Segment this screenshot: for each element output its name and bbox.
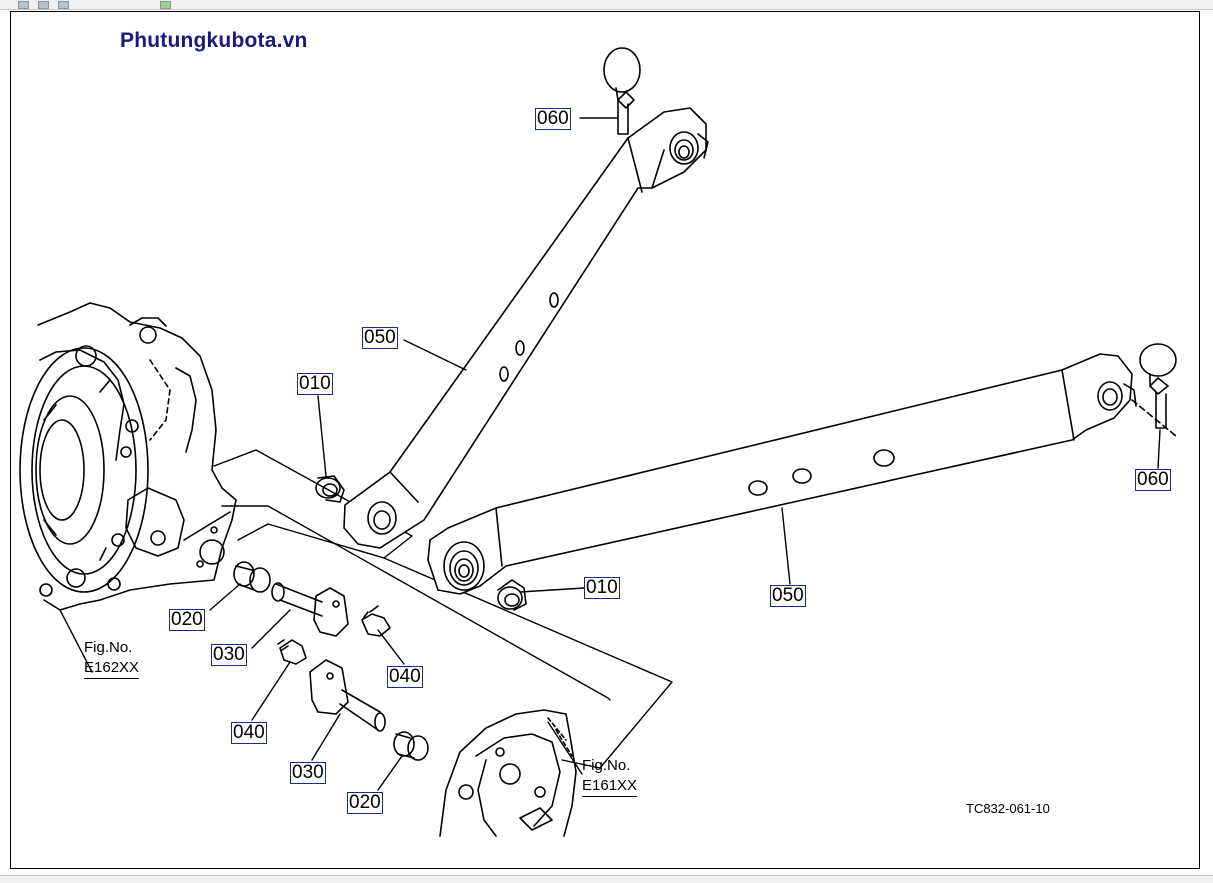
lower-link-upper [343,107,709,549]
callout-010-lower[interactable]: 010 [584,577,620,599]
figref-right-label: Fig.No. [582,757,631,774]
bushing-lower [497,579,527,611]
callout-040-left[interactable]: 040 [231,722,267,744]
drawing-code: TC832-061-10 [966,801,1050,816]
bolt-040-right [361,605,391,637]
toolbar-icon[interactable] [58,1,69,9]
toolbar-icon[interactable] [160,1,171,9]
bushing-020-left [233,561,271,593]
bushing-020-lower [393,731,429,761]
figref-left-label: Fig.No. [84,639,133,656]
callout-010-upper[interactable]: 010 [297,373,333,395]
diagram-frame [10,11,1200,869]
callout-020-left[interactable]: 020 [169,609,205,631]
linkage-pin-top [603,47,641,135]
browser-toolbar-strip [0,0,1213,10]
figref-right[interactable]: Fig.No. E161XX [582,756,638,797]
callout-020-lower[interactable]: 020 [347,792,383,814]
bushing-upper [315,475,345,503]
callout-060-right[interactable]: 060 [1135,469,1171,491]
callout-060-top[interactable]: 060 [535,108,571,130]
figref-right-code: E161XX [582,776,638,797]
status-strip [0,875,1213,883]
lower-link-lower [427,353,1177,595]
leader-lines [59,117,1161,791]
bolt-040-left [277,639,307,665]
figref-left[interactable]: Fig.No. E162XX [84,638,140,679]
pin-030-lower [309,659,386,732]
linkage-pin-right [1139,343,1177,429]
site-title: Phutungkubota.vn [120,29,308,52]
callout-030-left[interactable]: 030 [211,644,247,666]
rear-axle-housing-left [19,302,237,611]
rear-axle-housing-right [439,709,577,837]
callout-050-lower[interactable]: 050 [770,585,806,607]
assembly-lines [213,449,673,769]
toolbar-icon[interactable] [18,1,29,9]
callout-040-right[interactable]: 040 [387,666,423,688]
callout-030-lower[interactable]: 030 [290,762,326,784]
pin-030-left [271,582,349,637]
figref-left-code: E162XX [84,658,140,679]
toolbar-icon[interactable] [38,1,49,9]
callout-050-upper[interactable]: 050 [362,327,398,349]
